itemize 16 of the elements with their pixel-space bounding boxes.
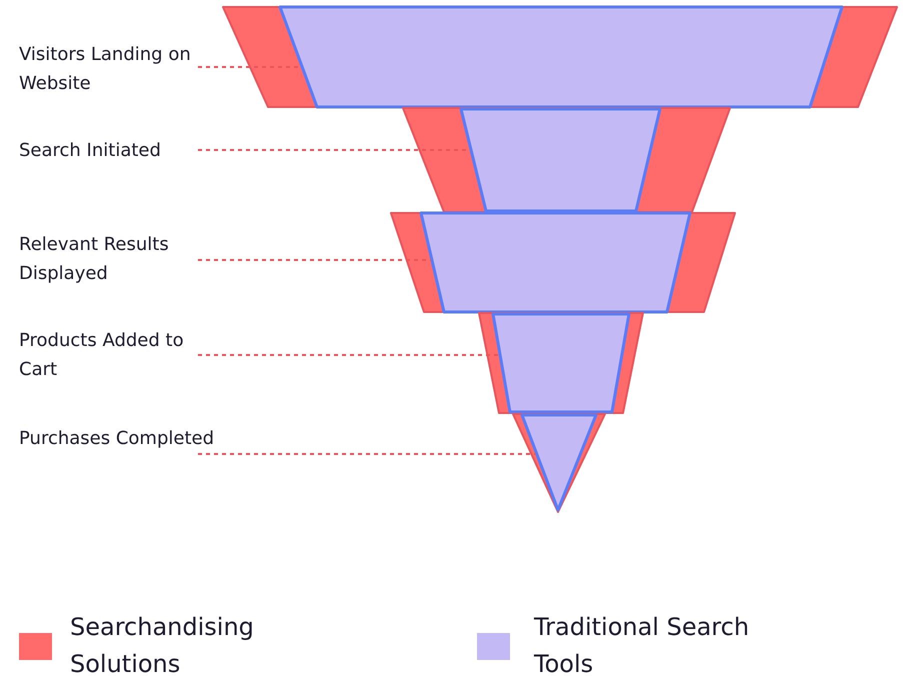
stage-label: Purchases Completed (19, 424, 219, 453)
stage-label: Visitors Landing on Website (19, 40, 219, 98)
traditional-funnel-stage (421, 213, 690, 312)
searchandising-funnel-stage (403, 108, 730, 212)
stage-label: Products Added to Cart (19, 326, 219, 384)
leader-line (198, 354, 500, 356)
legend-label: Traditional Search Tools (534, 612, 750, 676)
stage-label: Relevant Results Displayed (19, 230, 219, 288)
stage-label: Search Initiated (19, 136, 219, 165)
searchandising-funnel-stage (223, 7, 897, 107)
leader-line (198, 453, 536, 455)
legend-label: Searchandising Solutions (70, 612, 255, 676)
searchandising-funnel-stage (513, 414, 605, 512)
traditional-funnel-stage (522, 415, 596, 510)
searchandising-funnel-stage (479, 313, 643, 413)
leader-line (198, 259, 431, 261)
